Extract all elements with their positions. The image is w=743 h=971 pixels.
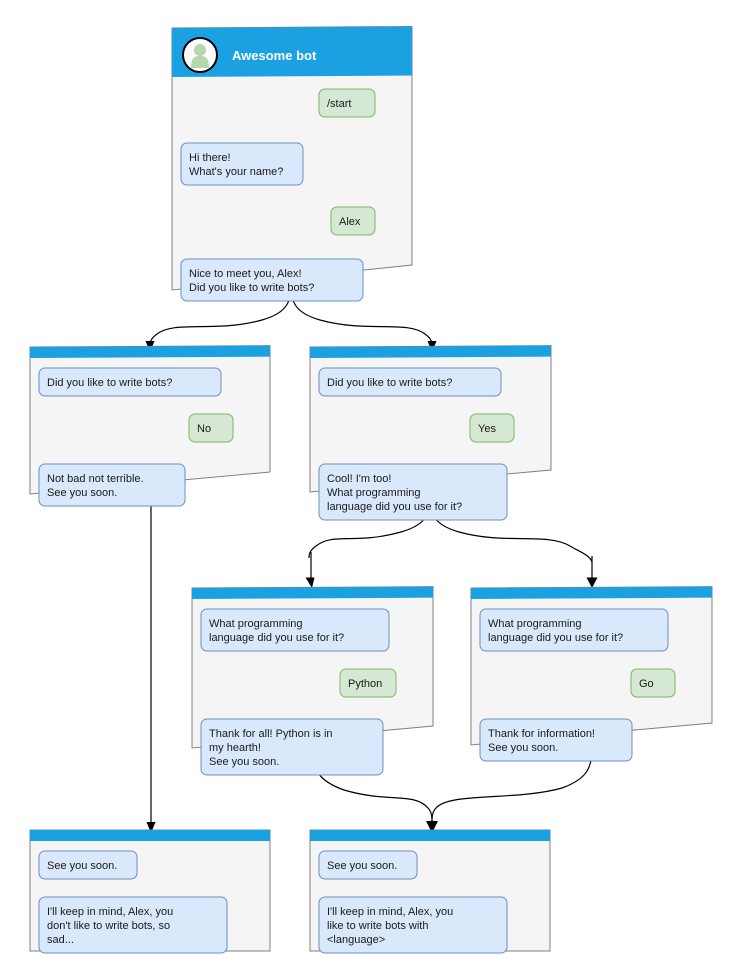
message-line: language did you use for it? <box>327 501 462 513</box>
message-line: See you soon. <box>47 860 117 872</box>
message-line: Thank for information! <box>488 728 595 740</box>
avatar-head <box>194 44 206 56</box>
message-line: What's your name? <box>189 166 283 178</box>
message-line: Go <box>639 678 654 690</box>
message-line: Yes <box>478 423 496 435</box>
edge-yes-to-python-arrowhead <box>305 577 315 588</box>
message-line: my hearth! <box>209 742 261 754</box>
message-line: language did you use for it? <box>488 632 623 644</box>
message-line: /start <box>327 98 351 110</box>
message-line: Did you like to write bots? <box>189 282 314 294</box>
bot-message-bubble <box>200 608 390 652</box>
node-header-start <box>172 26 412 77</box>
edge-no-to-end-sad-arrowhead <box>146 822 156 833</box>
message-line: Did you like to write bots? <box>47 377 172 389</box>
node-header-end-sad <box>30 830 270 841</box>
edge-start-to-yes <box>290 279 433 346</box>
message-line: Not bad not terrible. <box>47 473 144 485</box>
message-line: See you soon. <box>47 487 117 499</box>
user-message-bubble <box>469 413 515 443</box>
node-header-title: Awesome bot <box>232 48 317 63</box>
message-line: What programming <box>327 487 421 499</box>
user-message-bubble <box>339 668 397 698</box>
bot-message-bubble <box>180 142 304 186</box>
node-layer: Awesome bot/start Hi there! What's your na… <box>29 25 713 954</box>
message-line: sad... <box>47 934 74 946</box>
node-header-no-branch <box>30 345 270 358</box>
message-line: See you soon. <box>488 742 558 754</box>
bot-message-bubble <box>38 463 186 507</box>
message-line: don't like to write bots, so <box>47 920 170 932</box>
bot-message-bubble <box>38 850 138 880</box>
bot-message-bubble <box>318 367 502 397</box>
message-line: Cool! I'm too! <box>327 473 391 485</box>
message-line: What programming <box>209 618 303 630</box>
message-line: Nice to meet you, Alex! <box>189 268 302 280</box>
bot-message-bubble <box>479 718 633 762</box>
bot-message-bubble <box>38 896 228 954</box>
bot-message-bubble <box>180 258 364 302</box>
message-line: like to write bots with <box>327 920 428 932</box>
message-line: See you soon. <box>209 756 279 768</box>
bot-message-bubble <box>318 463 508 521</box>
message-line: Did you like to write bots? <box>327 377 452 389</box>
node-header-go-branch <box>471 586 712 599</box>
message-line: No <box>197 423 211 435</box>
user-message-bubble <box>630 668 676 698</box>
message-line: Python <box>348 678 382 690</box>
user-message-bubble <box>318 88 376 118</box>
bot-message-bubble <box>200 718 384 776</box>
bot-message-bubble <box>318 850 418 880</box>
bot-message-bubble <box>318 896 508 954</box>
bot-message-bubble <box>479 608 669 652</box>
bot-message-bubble <box>38 367 222 397</box>
edge-go-to-end-happy <box>431 744 593 823</box>
message-line: I'll keep in mind, Alex, you <box>47 906 173 918</box>
message-line: Alex <box>339 216 361 228</box>
node-header-python-branch <box>192 586 433 599</box>
message-line: What programming <box>488 618 582 630</box>
edge-start-to-no <box>149 279 292 346</box>
message-line: I'll keep in mind, Alex, you <box>327 906 453 918</box>
message-line: language did you use for it? <box>209 632 344 644</box>
message-line: Thank for all! Python is in <box>209 728 333 740</box>
user-message-bubble <box>188 413 234 443</box>
edge-yes-to-go-arrowhead <box>586 577 598 588</box>
avatar-body <box>191 56 209 68</box>
message-line: See you soon. <box>327 860 397 872</box>
message-line: Hi there! <box>189 152 231 164</box>
user-message-bubble <box>330 206 376 236</box>
node-header-end-happy <box>310 830 550 841</box>
message-line: <language> <box>327 934 385 946</box>
edge-merge-to-end-happy-arrowhead <box>426 821 438 833</box>
node-header-yes-branch <box>310 345 551 358</box>
